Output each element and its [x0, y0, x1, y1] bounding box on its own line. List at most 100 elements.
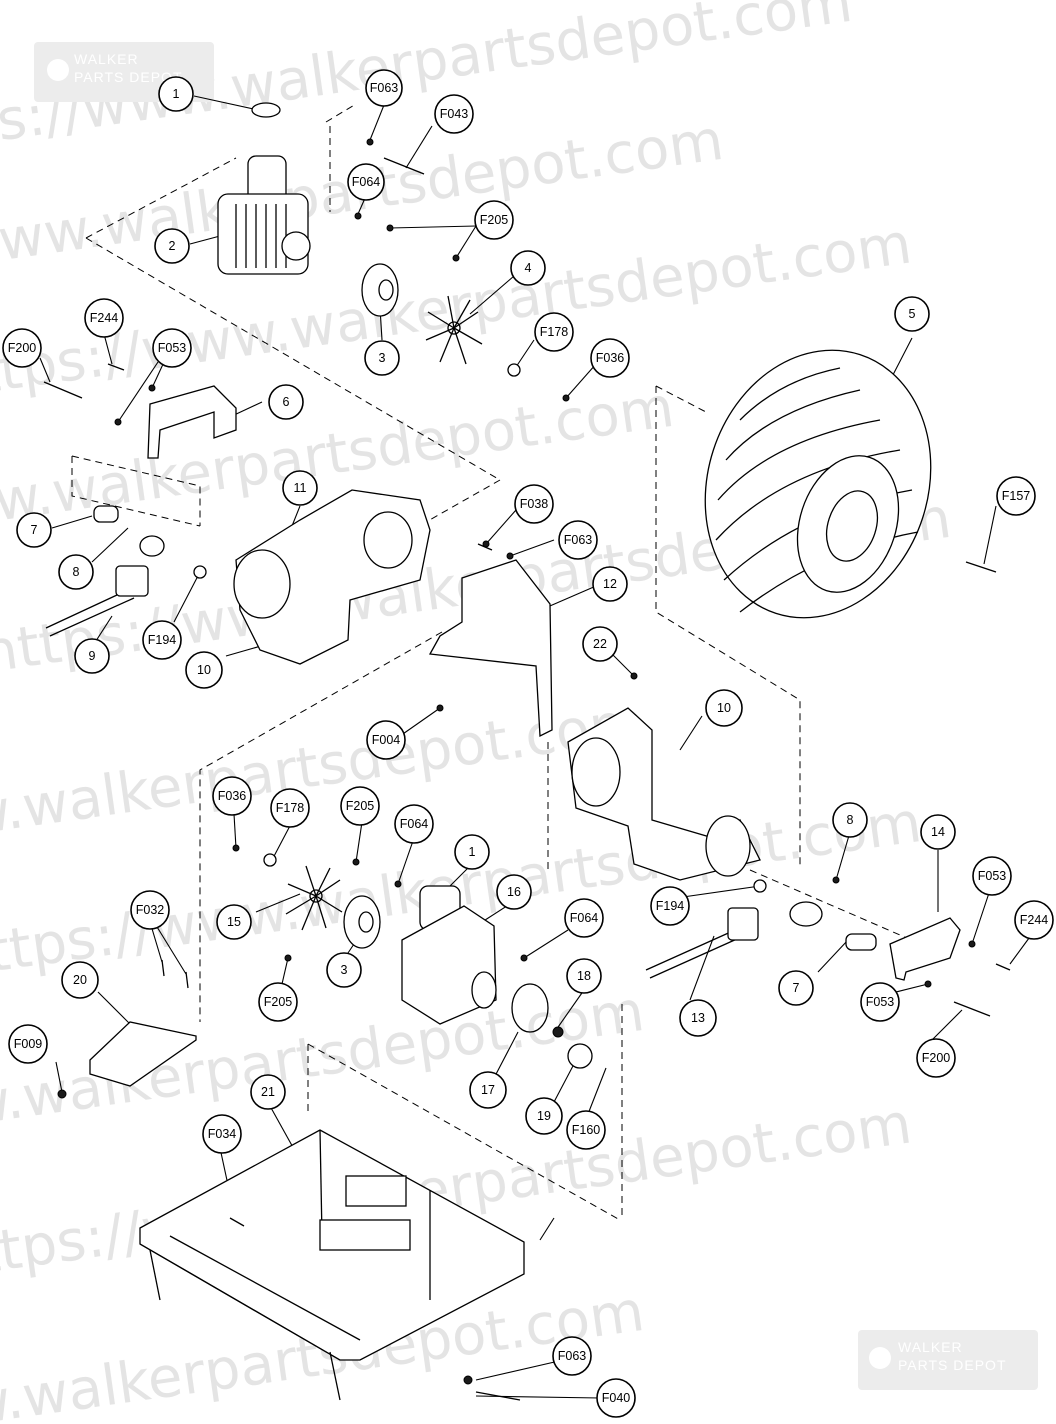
callout-bubble	[1014, 900, 1054, 940]
callout-label: 17	[481, 1083, 495, 1097]
callout-bubble	[152, 328, 192, 368]
callout-f063: F063	[552, 1336, 592, 1376]
callout-5: 5	[894, 296, 930, 332]
callout-bubble	[832, 802, 868, 838]
callout-label: F009	[14, 1037, 43, 1051]
callout-bubble	[469, 1071, 507, 1109]
callout-label: 8	[847, 813, 854, 827]
assembly-outlines	[71, 103, 931, 1221]
callout-label: F244	[90, 311, 119, 325]
callout-17: 17	[469, 1071, 507, 1109]
logo-line-1: WALKER	[74, 51, 139, 67]
callout-bubble	[16, 512, 52, 548]
pump-top	[217, 102, 311, 275]
callout-bubble	[590, 338, 630, 378]
callout-f178: F178	[534, 312, 574, 352]
callout-label: 15	[227, 915, 241, 929]
callout-bubble	[216, 904, 252, 940]
callout-label: F063	[564, 533, 593, 547]
callout-21: 21	[250, 1074, 286, 1110]
callout-20: 20	[61, 961, 99, 999]
callout-f036: F036	[590, 338, 630, 378]
callout-6: 6	[268, 384, 304, 420]
callout-f064: F064	[347, 163, 385, 201]
callout-f244: F244	[84, 298, 124, 338]
callout-label: F178	[276, 801, 305, 815]
callout-bubble	[154, 228, 190, 264]
callout-f205: F205	[340, 786, 380, 826]
callout-18: 18	[566, 958, 602, 994]
callout-bubble	[130, 890, 170, 930]
callout-label: 8	[73, 565, 80, 579]
mount-plate	[428, 559, 553, 738]
callout-bubble	[920, 814, 956, 850]
callout-label: 7	[793, 981, 800, 995]
callout-bubble	[268, 384, 304, 420]
callout-label: 18	[577, 969, 591, 983]
callout-label: F004	[372, 733, 401, 747]
callout-f244: F244	[1014, 900, 1054, 940]
callout-f063: F063	[558, 520, 598, 560]
callout-bubble	[2, 328, 42, 368]
callout-22: 22	[582, 626, 618, 662]
callout-f194: F194	[650, 886, 690, 926]
callout-f200: F200	[2, 328, 42, 368]
logo-bottom-right: WALKER PARTS DEPOT	[858, 1330, 1038, 1390]
callout-bubble	[705, 689, 743, 727]
callout-bubble	[564, 898, 604, 938]
callout-bubble	[258, 982, 298, 1022]
callout-bubble	[61, 961, 99, 999]
parts-layer	[43, 102, 1011, 1401]
callout-bubble	[916, 1038, 956, 1078]
callout-bubble	[972, 856, 1012, 896]
callout-label: F034	[208, 1127, 237, 1141]
callout-7: 7	[16, 512, 52, 548]
callout-10: 10	[705, 689, 743, 727]
callout-f157: F157	[996, 476, 1036, 516]
callout-label: F053	[866, 995, 895, 1009]
callout-f063: F063	[365, 69, 403, 107]
callout-label: 20	[73, 973, 87, 987]
callout-bubble	[596, 1378, 636, 1418]
callout-7: 7	[778, 970, 814, 1006]
logo-line-2: PARTS DEPOT	[74, 69, 183, 85]
callout-f064: F064	[394, 804, 434, 844]
callout-f053: F053	[152, 328, 192, 368]
callout-label: 2	[169, 239, 176, 253]
callout-19: 19	[525, 1097, 563, 1135]
callout-label: F200	[8, 341, 37, 355]
callout-bubble	[592, 566, 628, 602]
callout-bubble	[365, 69, 403, 107]
callout-bubble	[347, 163, 385, 201]
callout-bubble	[558, 520, 598, 560]
callout-f205: F205	[258, 982, 298, 1022]
callout-label: F205	[480, 213, 509, 227]
callout-8: 8	[832, 802, 868, 838]
callout-f009: F009	[8, 1024, 48, 1064]
callout-label: F063	[370, 81, 399, 95]
callout-label: 3	[341, 963, 348, 977]
callout-label: F200	[922, 1051, 951, 1065]
callout-label: F038	[520, 497, 549, 511]
callout-bubble	[525, 1097, 563, 1135]
callout-f064: F064	[564, 898, 604, 938]
callout-4: 4	[510, 250, 546, 286]
walker-w-logo-icon	[869, 1347, 891, 1369]
callout-bubble	[514, 484, 554, 524]
bracket-left	[147, 385, 237, 459]
callout-label: 4	[525, 261, 532, 275]
callout-f160: F160	[566, 1110, 606, 1150]
callout-label: 9	[89, 649, 96, 663]
gearbox-left	[233, 489, 431, 665]
callout-label: 16	[507, 885, 521, 899]
callout-f178: F178	[270, 788, 310, 828]
callout-f043: F043	[434, 94, 474, 134]
callout-label: 10	[717, 701, 731, 715]
logo-line-2: PARTS DEPOT	[898, 1357, 1007, 1373]
callout-10: 10	[185, 651, 223, 689]
callout-label: 7	[31, 523, 38, 537]
callout-bubble	[679, 999, 717, 1037]
callout-f004: F004	[366, 720, 406, 760]
callout-f200: F200	[916, 1038, 956, 1078]
bolts	[43, 157, 1011, 1401]
